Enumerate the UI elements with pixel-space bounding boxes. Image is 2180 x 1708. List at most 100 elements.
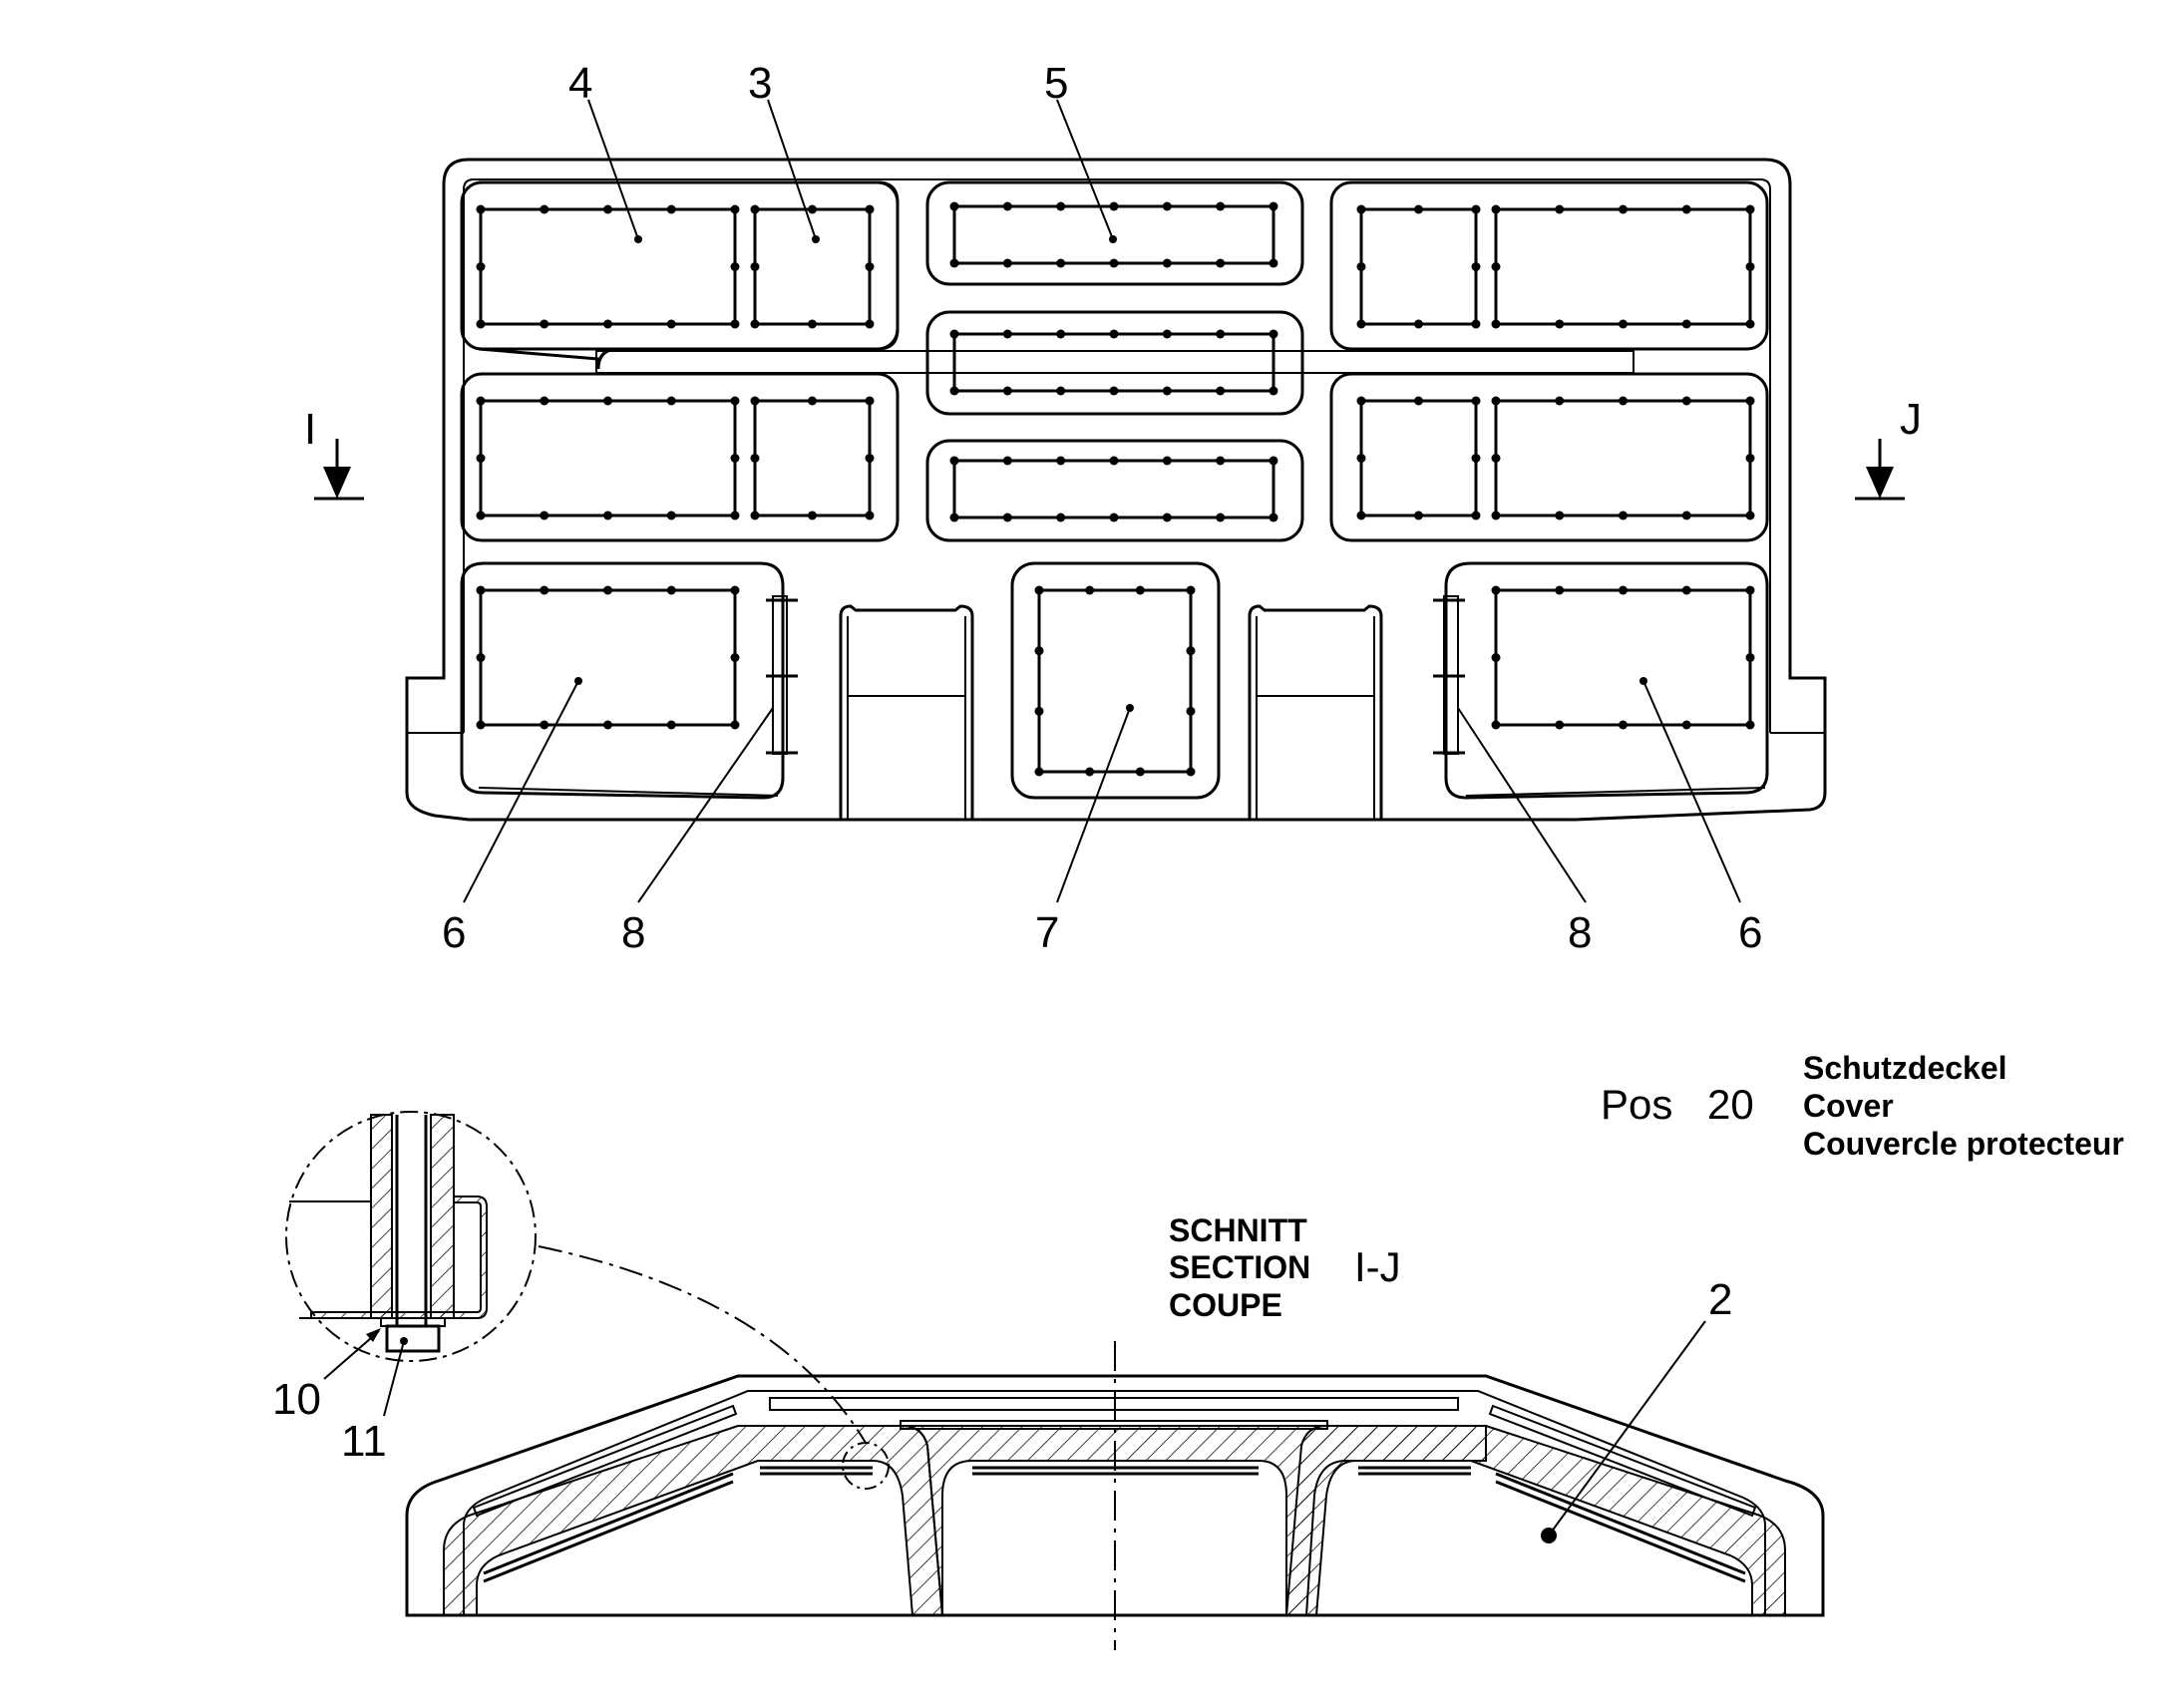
bolt-dot [540,204,549,214]
bolt-dot [1555,585,1565,595]
bolt-dot [1471,396,1481,406]
callout-7: 7 [1035,908,1059,957]
bolt-dot [476,204,486,214]
section-body-left [443,1425,944,1616]
frame-left-upper-box [460,180,900,351]
bolt-dot [730,720,740,730]
cover-outline-inner [474,178,1771,733]
bolt-dot [1745,319,1755,329]
leader-10-arrow [366,1328,381,1342]
panel-center-2 [952,332,1275,393]
bolt-dot [666,585,676,595]
frame-left-lower [460,561,785,800]
bolt-dot [540,319,549,329]
position-label: Pos 20 Schutzdeckel Cover Couvercle prot… [1601,1050,2124,1162]
bolt-dot [865,454,875,463]
bolt-dot [1619,319,1628,329]
bolt-dot [666,319,676,329]
callout-5: 5 [1044,59,1068,108]
bolt-dot [1109,329,1119,339]
bolt-dot [949,512,959,522]
callout-2: 2 [1708,1275,1732,1324]
bolt-dot [1555,204,1565,214]
bolt-dot [1491,511,1501,520]
bolt-dot [1681,511,1691,520]
callout-8-left: 8 [621,908,645,957]
bolt-dot [1002,456,1012,466]
bolt-dot [730,319,740,329]
bolt-dot [1216,512,1226,522]
bolt-dot [1619,720,1628,730]
bolt-dot [1162,386,1172,396]
detail-washer [380,1317,446,1327]
bolt-dot [1162,456,1172,466]
bolt-dot [1471,511,1481,520]
bolt-dot [1056,512,1066,522]
bolt-dot [1216,456,1226,466]
bolt-dot [540,511,549,520]
bolt-dot [949,329,959,339]
bolt-dot [1269,258,1278,268]
frame-center-1 [925,180,1304,286]
leader-2-dot [1541,1528,1557,1543]
bolt-dot [1471,454,1481,463]
bolt-dot [603,720,612,730]
section-view: 2 [405,1245,1825,1650]
panel-right-upper-small [1359,207,1478,326]
detail-nut [385,1324,441,1353]
leader-2 [1548,1320,1706,1537]
bolt-dot [1681,720,1691,730]
bolt-dot [1471,204,1481,214]
bolt-dot [1216,258,1226,268]
channel-right [1248,604,1383,820]
panel-6-right [1494,588,1752,727]
bolt-dots [476,201,1755,777]
bolt-dot [1414,204,1423,214]
bolt-dot [949,201,959,211]
bolt-dot [476,319,486,329]
bolt-dot [1269,329,1278,339]
bolt-dot [1034,706,1044,716]
bolt-dot [730,454,740,463]
bolt-dot [1056,386,1066,396]
detail-cover [310,1196,488,1319]
bolt-dot [1186,706,1196,716]
bolt-dot [1491,454,1501,463]
bolt-dot [476,585,486,595]
bolt-dot [1491,319,1501,329]
bolt-dot [865,262,875,271]
section-title-fr: COUPE [1169,1287,1282,1323]
bolt-dot [1619,585,1628,595]
bolt-dot [540,396,549,406]
bolt-dot [603,585,612,595]
section-body-right [1284,1425,1786,1616]
bolt-dot [1471,262,1481,271]
bolt-dot [1491,653,1501,662]
bolt-dot [1109,386,1119,396]
detail-leader [538,1245,867,1444]
section-marker-j-label: J [1900,395,1922,444]
leader-11 [383,1340,405,1417]
frame-center-lower [1010,561,1221,800]
bolt-dot [865,511,875,520]
callout-3: 3 [748,59,772,108]
bolt-dot [750,262,760,271]
panel-7 [1037,588,1193,774]
bolt-dot [1356,454,1366,463]
leader-dots-top [574,235,1647,712]
bolt-dot [949,386,959,396]
frame-center-2 [925,310,1304,416]
bolt-dot [865,319,875,329]
part-name-de: Schutzdeckel [1803,1050,2007,1086]
callout-6-left: 6 [442,908,466,957]
section-outer-shell [405,1374,1825,1617]
section-marker-i: I [304,405,364,501]
section-id: I-J [1354,1243,1401,1290]
bolt-dot [1356,511,1366,520]
bolt-dot [1681,319,1691,329]
part-name-fr: Couvercle protecteur [1803,1126,2124,1162]
hinge-left [766,595,798,755]
bolt-dot [1109,512,1119,522]
bolt-dot [865,396,875,406]
